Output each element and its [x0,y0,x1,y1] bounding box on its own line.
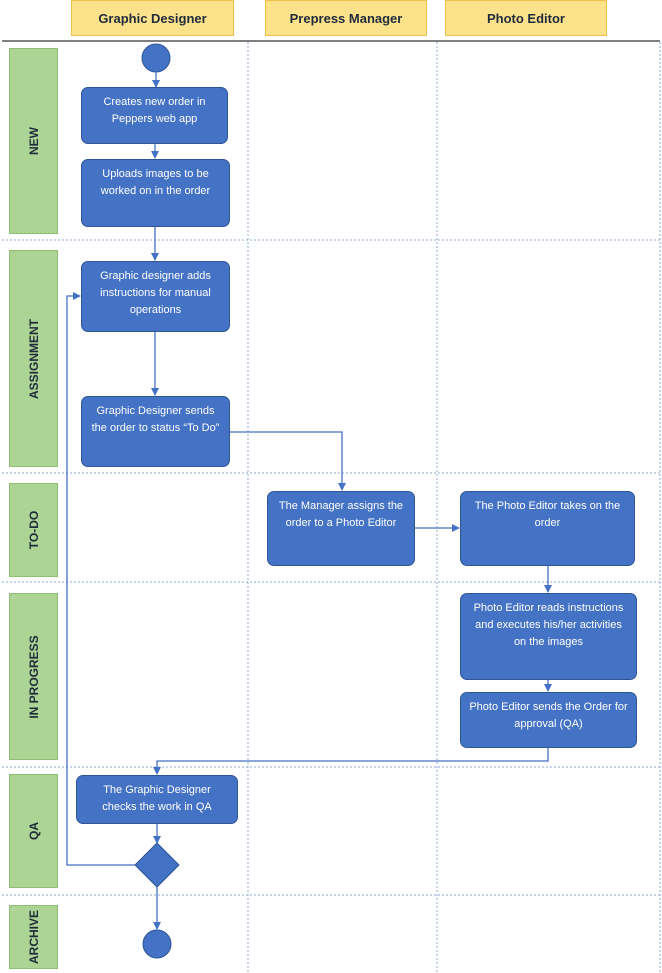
step-manager-assigns: The Manager assigns the order to a Photo… [267,491,415,566]
start-node [141,43,171,73]
step-editor-executes: Photo Editor reads instructions and exec… [460,593,637,680]
phase-label: ASSIGNMENT [26,318,41,399]
lane-header-label: Graphic Designer [98,10,207,26]
decision-diamond [134,842,180,888]
phase-archive: ARCHIVE [9,905,58,969]
lane-header-graphic-designer: Graphic Designer [71,0,234,36]
lane-header-photo-editor: Photo Editor [445,0,607,36]
phase-label: QA [26,822,41,840]
step-label: Creates new order in Peppers web app [103,96,206,125]
step-editor-sends-qa: Photo Editor sends the Order for approva… [460,692,637,748]
phase-qa: QA [9,774,58,888]
step-send-todo: Graphic Designer sends the order to stat… [81,396,230,467]
step-label: Graphic designer adds instructions for m… [100,270,211,316]
end-node [142,929,172,959]
phase-assignment: ASSIGNMENT [9,250,58,467]
step-label: The Manager assigns the order to a Photo… [278,500,404,529]
phase-label: ARCHIVE [26,909,41,965]
phase-new: NEW [9,48,58,234]
phase-label: TO-DO [26,510,41,550]
step-label: Photo Editor sends the Order for approva… [469,701,628,730]
lane-header-prepress-manager: Prepress Manager [265,0,427,36]
step-label: Uploads images to be worked on in the or… [100,168,211,197]
phase-label: IN PROGRESS [26,634,41,719]
step-label: Photo Editor reads instructions and exec… [473,602,624,648]
lane-header-label: Prepress Manager [289,10,403,26]
step-designer-checks: The Graphic Designer checks the work in … [76,775,238,824]
phase-in-progress: IN PROGRESS [9,593,58,760]
step-create-order: Creates new order in Peppers web app [81,87,228,144]
step-editor-takes: The Photo Editor takes on the order [460,491,635,566]
step-label: The Graphic Designer checks the work in … [102,784,212,813]
connector [230,431,346,491]
step-label: The Photo Editor takes on the order [474,500,621,529]
phase-label: NEW [26,127,41,155]
connector [153,748,549,775]
step-upload-images: Uploads images to be worked on in the or… [81,159,230,227]
step-add-instructions: Graphic designer adds instructions for m… [81,261,230,332]
phase-todo: TO-DO [9,483,58,577]
lane-header-label: Photo Editor [487,10,565,26]
loop-back-connector [66,292,135,866]
step-label: Graphic Designer sends the order to stat… [91,405,220,434]
